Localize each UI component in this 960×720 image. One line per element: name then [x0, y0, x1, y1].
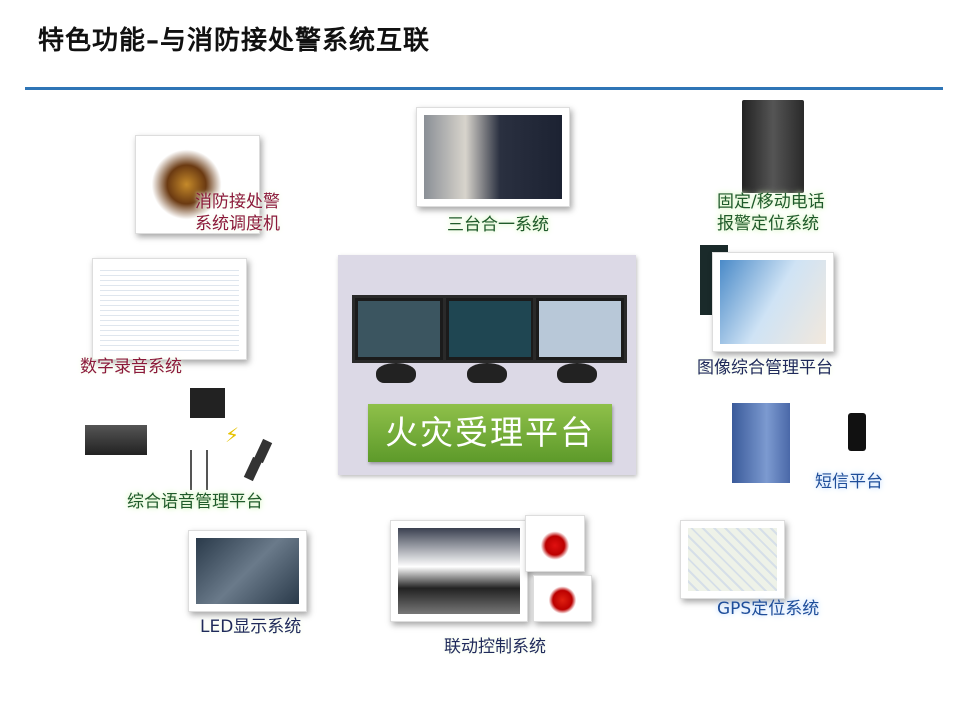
server-tower-image: [742, 100, 804, 193]
recording-label: 数字录音系统: [80, 357, 182, 377]
voice-mgmt-label: 综合语音管理平台: [127, 492, 263, 512]
monitor-stand: [376, 363, 416, 383]
dispatch-label-line2: 系统调度机: [195, 214, 280, 234]
handheld-radio-icon: [243, 456, 263, 482]
dispatch-label-line1: 消防接处警: [195, 192, 280, 212]
phone-locate-label: 固定/移动电话 报警定位系统: [717, 191, 825, 235]
monitor-stand: [467, 363, 507, 383]
title-divider: [25, 87, 943, 90]
image-mgmt-image: [712, 252, 834, 352]
antenna-tower-icon: [190, 450, 208, 490]
slide-title: 特色功能–与消防接处警系统互联: [38, 26, 431, 56]
led-image: [188, 530, 307, 612]
dispatch-image: [135, 135, 260, 234]
phone-locate-line2: 报警定位系统: [717, 214, 819, 234]
lightning-icon: ⚡: [225, 423, 240, 447]
alarm-light-image: [533, 575, 592, 622]
monitor-3: [533, 295, 627, 363]
led-label: LED显示系统: [200, 617, 302, 637]
image-mgmt-label: 图像综合管理平台: [697, 358, 833, 378]
recording-image: [92, 258, 247, 360]
phone-locate-line1: 固定/移动电话: [717, 192, 825, 212]
sms-server-image: [732, 403, 790, 483]
fire-platform-button[interactable]: 火灾受理平台: [368, 404, 612, 462]
gateway-device-image: [85, 425, 147, 455]
monitor-2: [443, 295, 537, 363]
linkage-label: 联动控制系统: [444, 637, 546, 657]
gps-label: GPS定位系统: [717, 599, 820, 619]
radio-device-image: [190, 388, 225, 418]
sms-label: 短信平台: [815, 472, 883, 492]
three-in-one-image: [416, 107, 570, 207]
mobile-phone-icon: [848, 413, 866, 451]
dispatch-label: 消防接处警 系统调度机: [195, 191, 280, 235]
monitor-stand: [557, 363, 597, 383]
monitor-1: [352, 295, 446, 363]
gps-map-image: [680, 520, 785, 599]
alarm-light-image: [525, 515, 585, 572]
three-in-one-label: 三台合一系统: [447, 215, 549, 235]
police-car-image: [390, 520, 528, 622]
